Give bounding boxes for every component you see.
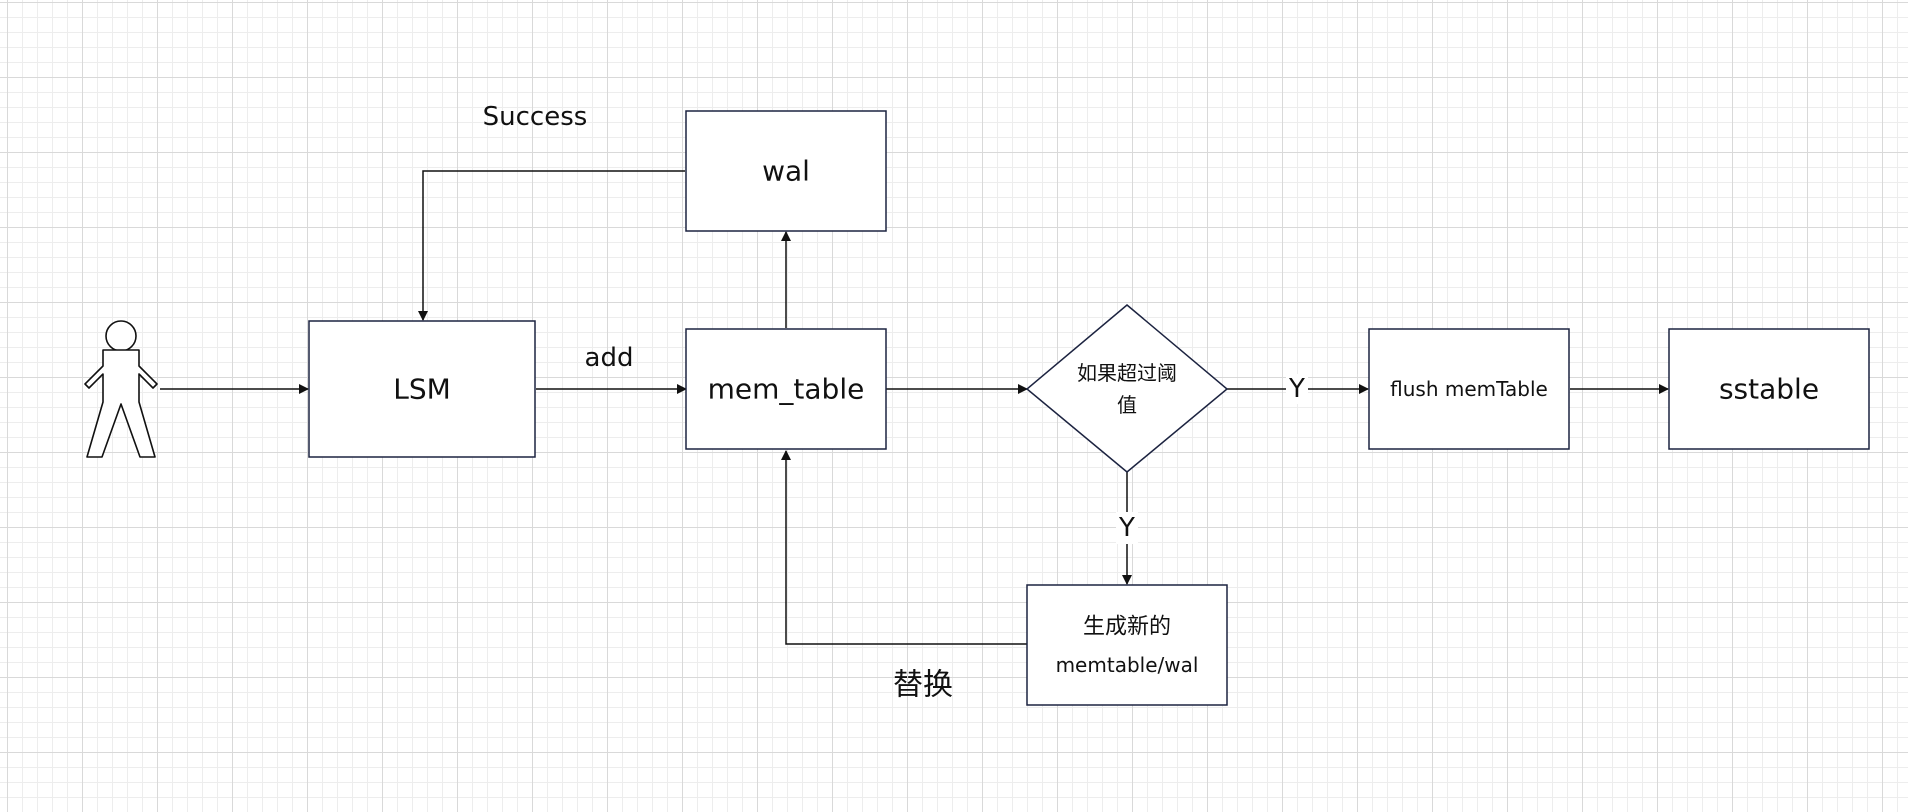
wal-node[interactable]: wal (685, 110, 887, 232)
edge-label-y-down: Y (1118, 513, 1135, 543)
edge-new-memtable-to-memtable-replace[interactable] (781, 450, 1027, 645)
edge-label-y-down-background (1116, 512, 1138, 544)
sstable-node[interactable]: sstable (1668, 328, 1870, 450)
lsm-label: LSM (393, 373, 451, 406)
lsm-node[interactable]: LSM (308, 320, 536, 458)
flush-memtable-label: flush memTable (1390, 377, 1548, 401)
new-memtable-label-line-2: memtable/wal (1056, 653, 1199, 677)
edge-label-y-right: Y (1288, 374, 1305, 404)
flush-memtable-node[interactable]: flush memTable (1368, 328, 1570, 450)
edge-wal-to-lsm-success[interactable] (418, 170, 685, 321)
new-memtable-node[interactable]: 生成新的 memtable/wal (1026, 584, 1228, 706)
decision-label-line-2: 值 (1117, 393, 1137, 417)
edge-label-replace: 替换 (893, 668, 953, 703)
edge-label-add: add (585, 343, 634, 373)
threshold-decision-node[interactable]: 如果超过阈 值 (1025, 304, 1229, 473)
user-actor-icon[interactable] (84, 320, 158, 458)
edge-label-y-right-background (1286, 374, 1308, 404)
mem-table-node[interactable]: mem_table (685, 328, 887, 450)
new-memtable-label-line-1: 生成新的 (1083, 615, 1171, 640)
mem-table-label: mem_table (708, 373, 865, 406)
sstable-label: sstable (1719, 373, 1819, 406)
decision-label-line-1: 如果超过阈 (1077, 361, 1177, 385)
wal-label: wal (762, 155, 810, 188)
edge-label-success: Success (483, 102, 588, 132)
